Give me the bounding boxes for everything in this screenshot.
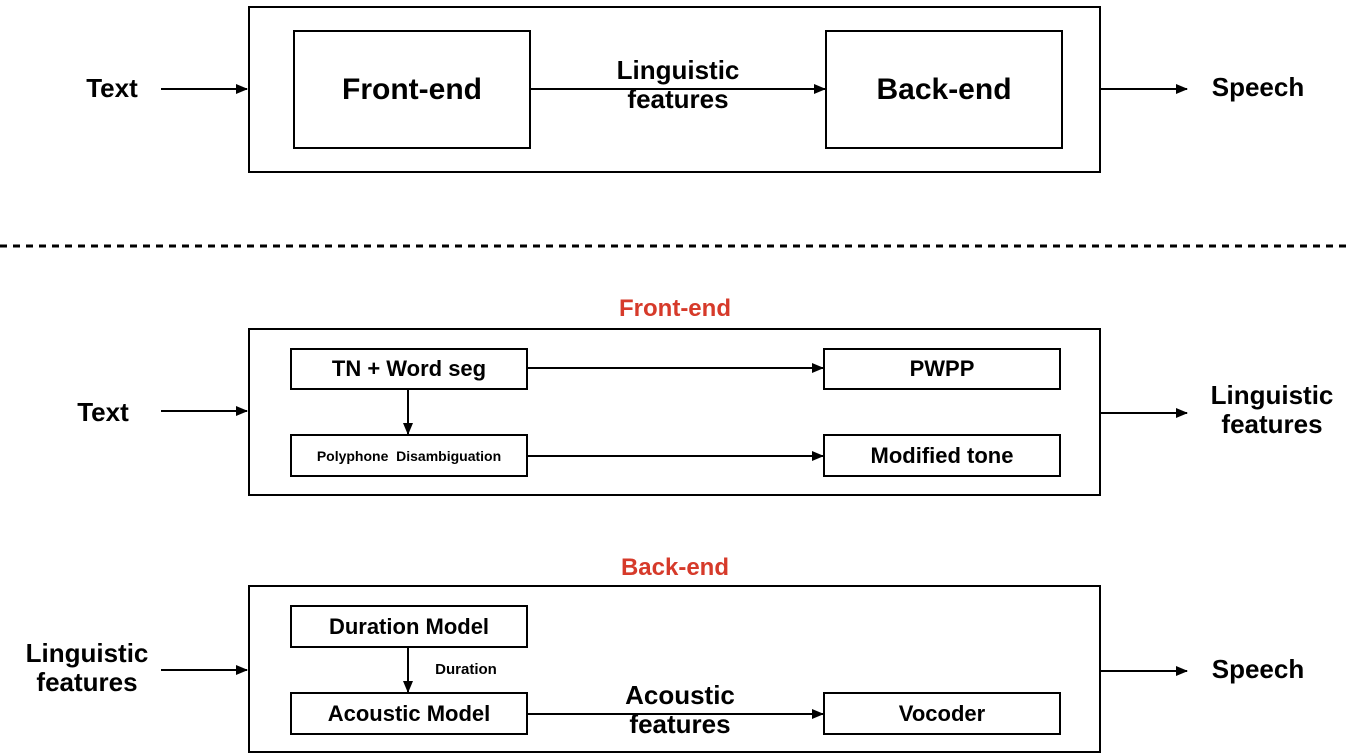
front-end-output-label: Linguistic features [1198,381,1346,438]
acoustic-features-line-1: Acoustic [625,680,735,710]
duration-model-box: Duration Model [290,605,528,648]
back-end-container [248,585,1101,753]
front-end-output-line-2: features [1221,408,1323,439]
acoustic-features-label: Acoustic features [580,681,780,738]
duration-edge-label: Duration [435,661,497,678]
vocoder-box: Vocoder [823,692,1061,735]
tn-word-seg-label: TN + Word seg [331,356,487,381]
overview-input-label: Text [86,73,138,103]
pwpp-label: PWPP [909,356,975,381]
polyphone-label: Polyphone Disambiguation [316,447,502,464]
front-end-input-label: Text [77,397,129,427]
overview-front-end-box: Front-end [293,30,531,149]
modified-tone-box: Modified tone [823,434,1061,477]
back-end-input-line-1: Linguistic [25,638,149,668]
back-end-title: Back-end [620,554,730,581]
tn-word-seg-box: TN + Word seg [290,348,528,390]
acoustic-model-label: Acoustic Model [327,700,491,726]
polyphone-box: Polyphone Disambiguation [290,434,528,477]
vocoder-label: Vocoder [898,700,986,726]
overview-front-end-label: Front-end [342,72,482,106]
duration-model-label: Duration Model [328,613,490,639]
overview-back-end-label: Back-end [876,72,1012,106]
front-end-output-line-1: Linguistic [1210,380,1334,410]
overview-linguistic-features-label: Linguistic features [578,56,778,113]
acoustic-features-line-2: features [629,708,731,739]
overview-output-label: Speech [1211,72,1305,102]
acoustic-model-box: Acoustic Model [290,692,528,735]
back-end-output-label: Speech [1211,654,1305,684]
overview-linguistic-line-2: features [627,83,729,114]
back-end-input-line-2: features [36,666,138,697]
overview-back-end-box: Back-end [825,30,1063,149]
pwpp-box: PWPP [823,348,1061,390]
modified-tone-label: Modified tone [870,442,1014,468]
overview-linguistic-line-1: Linguistic [616,55,740,85]
back-end-input-label: Linguistic features [8,639,166,696]
front-end-title: Front-end [619,295,731,322]
